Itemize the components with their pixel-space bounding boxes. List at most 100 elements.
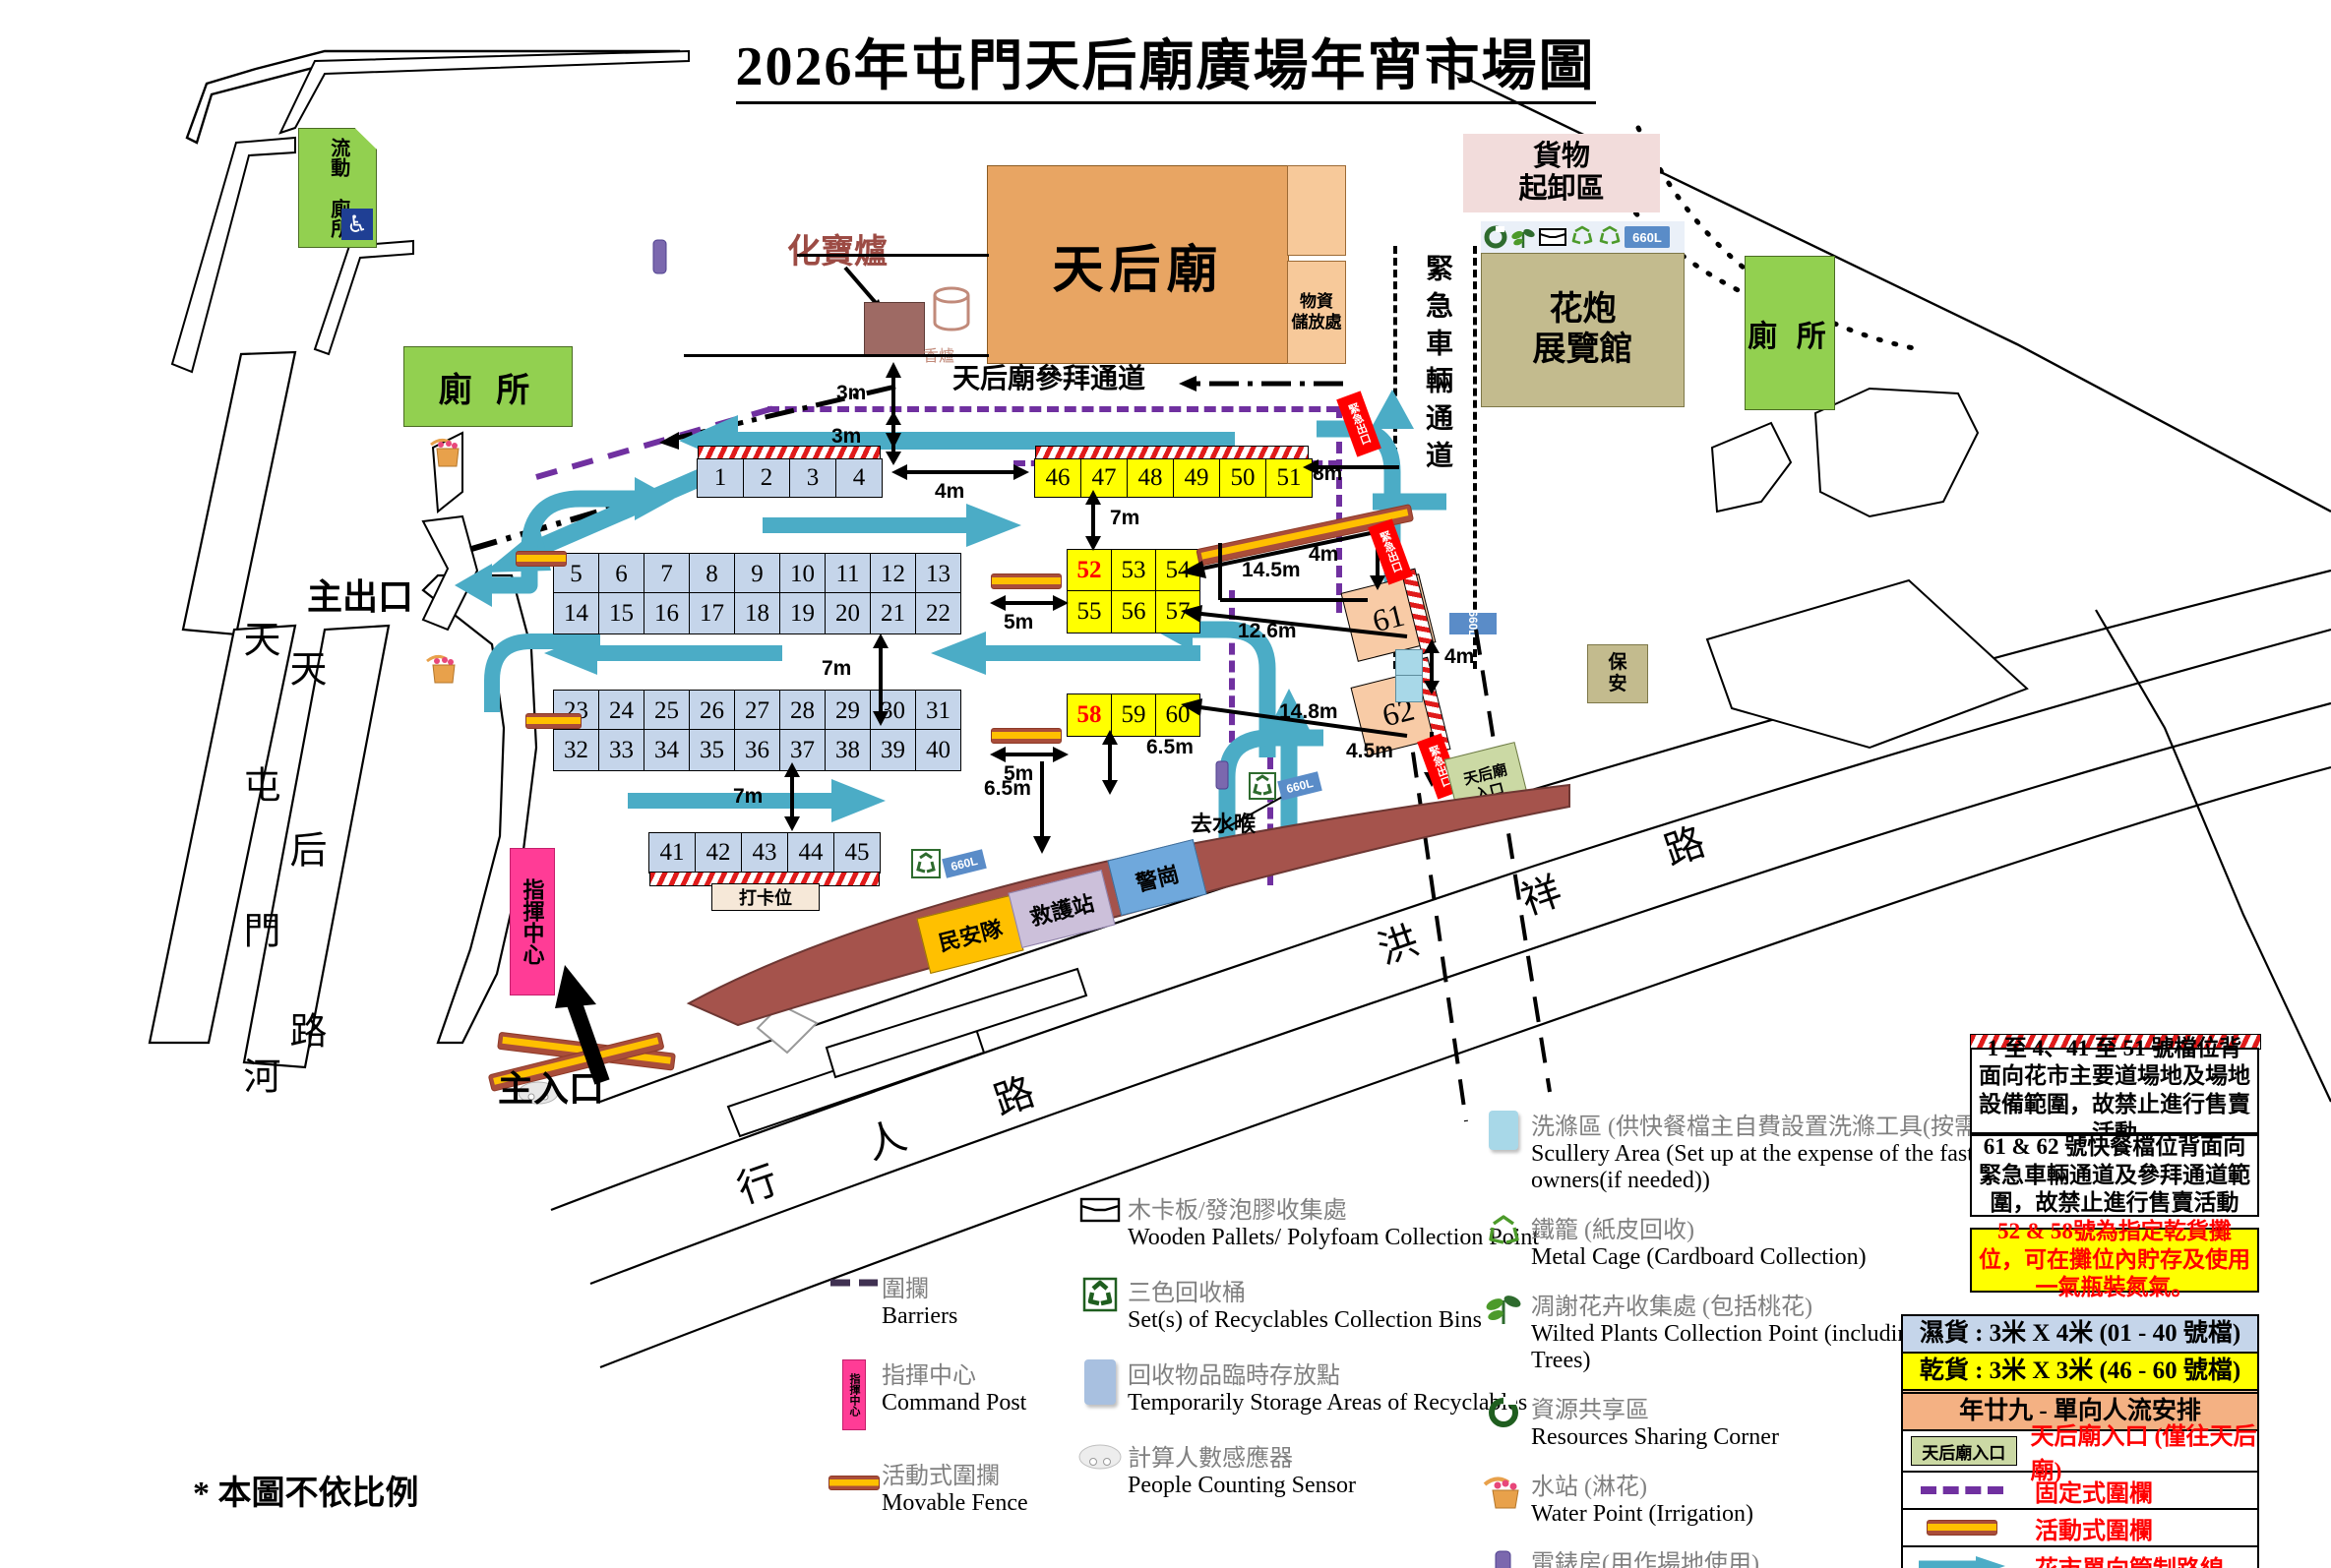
legend-label-cn: 指揮中心 [882, 1363, 976, 1389]
stall-21[interactable]: 21 [870, 592, 916, 634]
flow-table-header: 年廿九 - 單向人流安排 [1901, 1392, 2259, 1431]
command-center: 指揮中心 [510, 848, 555, 995]
dim-7m-bottom: 7m [733, 785, 764, 808]
stall-38[interactable]: 38 [825, 729, 871, 771]
recycle-bins-icon [911, 849, 941, 878]
stall-28[interactable]: 28 [779, 690, 826, 732]
stall-11[interactable]: 11 [825, 553, 871, 595]
stall-2[interactable]: 2 [743, 458, 790, 498]
wilted-plants-icon [1476, 1287, 1531, 1326]
dim-arrow-7m-bottom [784, 762, 800, 831]
stall-1[interactable]: 1 [697, 458, 744, 498]
censer-icon [933, 286, 970, 332]
legend-label-en: Resources Sharing Corner [1531, 1424, 1779, 1450]
dim-7m-top: 7m [1110, 507, 1140, 529]
stall-16[interactable]: 16 [644, 592, 690, 634]
stall-48[interactable]: 48 [1127, 458, 1174, 498]
stall-31[interactable]: 31 [915, 690, 961, 732]
dim-3m-b: 3m [831, 425, 862, 448]
stall-27[interactable]: 27 [734, 690, 780, 732]
stall-8[interactable]: 8 [689, 553, 735, 595]
flow-arrow-lower-left [484, 633, 600, 712]
dim-arrow-14p5m [1181, 527, 1390, 578]
stall-20[interactable]: 20 [825, 592, 871, 634]
stall-59[interactable]: 59 [1111, 694, 1156, 737]
stall-35[interactable]: 35 [689, 729, 735, 771]
temple-storage-label: 物資 儲放處 [1291, 292, 1342, 332]
stall-25[interactable]: 25 [644, 690, 690, 732]
stall-29[interactable]: 29 [825, 690, 871, 732]
dim-5m-a: 5m [1004, 611, 1034, 633]
bin-capacity-badge: 660L [1625, 226, 1670, 248]
dim-arrow-5m-b [990, 747, 1069, 762]
stall-12[interactable]: 12 [870, 553, 916, 595]
stall-47[interactable]: 47 [1080, 458, 1128, 498]
stall-50[interactable]: 50 [1219, 458, 1266, 498]
dim-arrow-6p5m-a [1102, 730, 1118, 795]
flow-row-temple-entrance-label: 天后廟入口 (僅往天后廟) [2030, 1424, 2257, 1484]
stall-44[interactable]: 44 [787, 832, 834, 874]
stall-18[interactable]: 18 [734, 592, 780, 634]
dim-5m-b: 5m [1004, 762, 1034, 785]
stall-53[interactable]: 53 [1111, 549, 1156, 592]
stall-17[interactable]: 17 [689, 592, 735, 634]
stall-13[interactable]: 13 [915, 553, 961, 595]
stall-51[interactable]: 51 [1265, 458, 1313, 498]
recycle-bins-icon [1073, 1273, 1128, 1312]
stall-56[interactable]: 56 [1111, 590, 1156, 633]
stall-9[interactable]: 9 [734, 553, 780, 595]
stall-34[interactable]: 34 [644, 729, 690, 771]
street-label-tin-hau-road: 天 后 路 [283, 649, 325, 1100]
temple-storage: 物資 儲放處 [1287, 261, 1346, 364]
stall-22[interactable]: 22 [915, 592, 961, 634]
main-exit-label: 主出口 [307, 577, 414, 617]
stall-4[interactable]: 4 [835, 458, 883, 498]
stall-15[interactable]: 15 [598, 592, 644, 634]
scullery-tile-2 [1395, 675, 1423, 702]
stall-26[interactable]: 26 [689, 690, 735, 732]
temple-annex [1287, 165, 1346, 256]
stall-32[interactable]: 32 [553, 729, 599, 771]
dim-7m-mid: 7m [822, 657, 852, 680]
stall-49[interactable]: 49 [1173, 458, 1220, 498]
dim-arrow-4m-right-b [1424, 639, 1440, 694]
stall-3[interactable]: 3 [789, 458, 836, 498]
stall-46[interactable]: 46 [1034, 458, 1081, 498]
stall-19[interactable]: 19 [779, 592, 826, 634]
plaza-area [686, 783, 1570, 1027]
fixed-fence-mid-vertical [1229, 590, 1235, 866]
stall-52[interactable]: 52 [1067, 549, 1112, 592]
legend-label-cn: 回收物品臨時存放點 [1128, 1363, 1340, 1389]
movable-fence-row2 [991, 573, 1062, 589]
resources-sharing-icon [1476, 1390, 1531, 1429]
metal-cage-icon [1571, 225, 1593, 245]
stall-7[interactable]: 7 [644, 553, 690, 595]
legend-item-metal-cage-icon: 鐵籠 (紙皮回收)Metal Cage (Cardboard Collectio… [1476, 1210, 2086, 1271]
stall-24[interactable]: 24 [598, 690, 644, 732]
street-label-tin-tuen-mun-ho: 天 屯 門 河 [237, 620, 278, 1127]
stall-39[interactable]: 39 [870, 729, 916, 771]
stall-60[interactable]: 60 [1155, 694, 1200, 737]
flow-row-one-way: 花市單向管制路線 [1901, 1547, 2259, 1568]
stall-36[interactable]: 36 [734, 729, 780, 771]
stall-33[interactable]: 33 [598, 729, 644, 771]
legend-label-en: Set(s) of Recyclables Collection Bins [1128, 1307, 1482, 1333]
stall-14[interactable]: 14 [553, 592, 599, 634]
stall-6[interactable]: 6 [598, 553, 644, 595]
people-counting-sensor-icon-map [518, 1081, 559, 1105]
stall-43[interactable]: 43 [741, 832, 788, 874]
storage-area-icon [1073, 1356, 1128, 1405]
stall-40[interactable]: 40 [915, 729, 961, 771]
stall-10[interactable]: 10 [779, 553, 826, 595]
fixed-fence-temple-path [767, 406, 1338, 412]
stall-45[interactable]: 45 [833, 832, 881, 874]
stall-55[interactable]: 55 [1067, 590, 1112, 633]
